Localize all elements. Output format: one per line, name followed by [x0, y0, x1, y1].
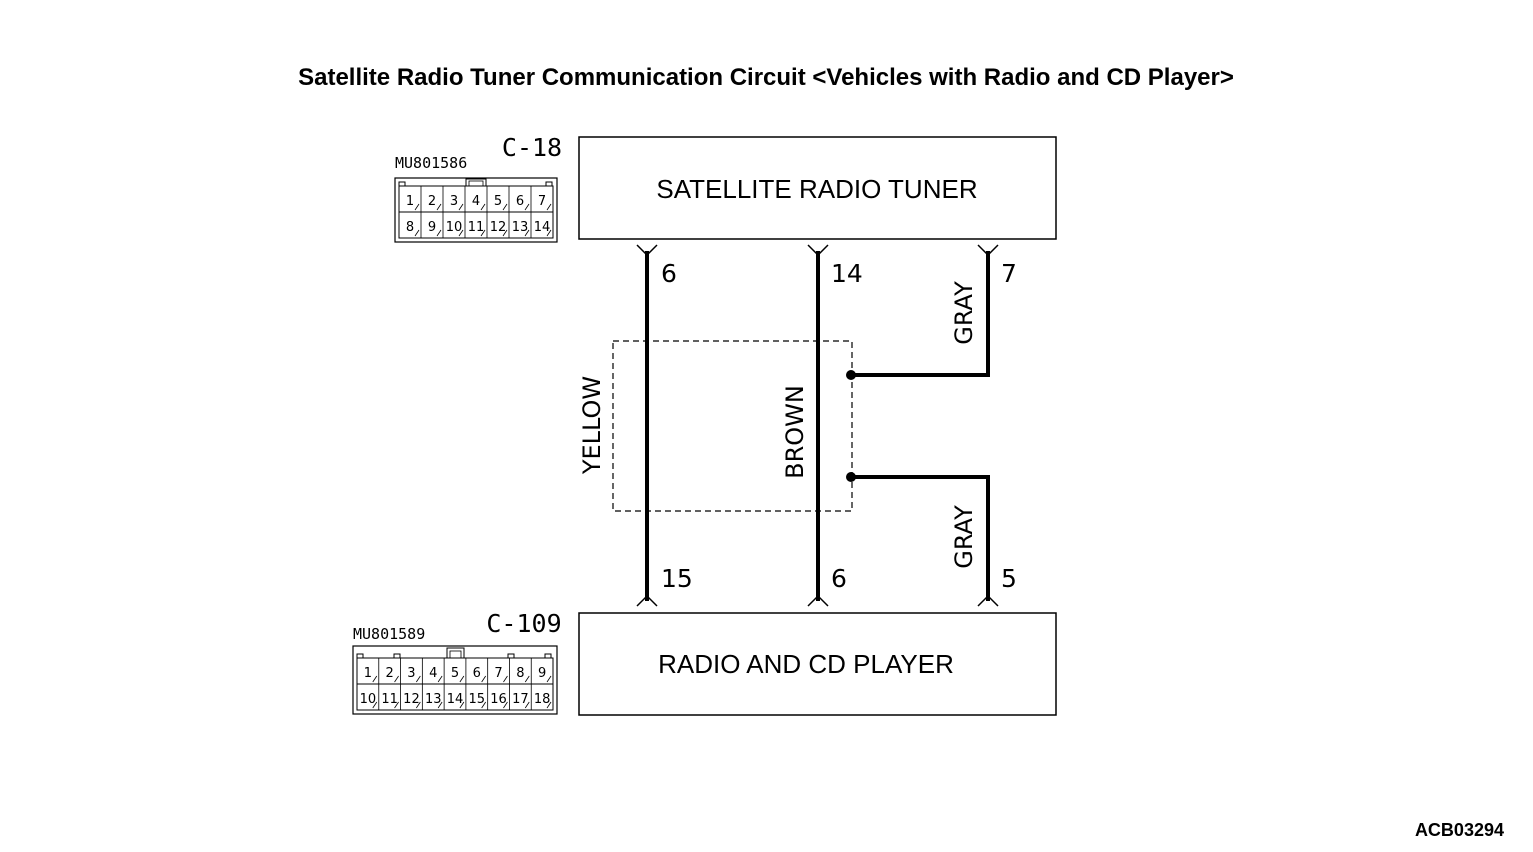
wire-color-brown: BROWN: [781, 385, 809, 479]
satellite-radio-tuner-label: SATELLITE RADIO TUNER: [656, 174, 977, 204]
radio-cd-player-label: RADIO AND CD PLAYER: [658, 649, 954, 679]
terminal-fork-icon: [977, 594, 999, 607]
cavity-number: 8: [516, 666, 524, 681]
cavity-number: 6: [516, 194, 524, 209]
connector-c109-part-number: MU801589: [353, 625, 425, 643]
cavity-number: 2: [386, 666, 394, 681]
cavity-number: 11: [381, 692, 398, 707]
cavity-number: 5: [494, 194, 502, 209]
splice-dot-icon: [846, 370, 856, 380]
cavity-number: 11: [468, 220, 485, 235]
cavity-number: 2: [428, 194, 436, 209]
reference-code: ACB03294: [1415, 820, 1504, 840]
diagram-title: Satellite Radio Tuner Communication Circ…: [298, 64, 1234, 91]
pin-label-c109-5: 5: [1001, 564, 1017, 593]
wire-color-gray-top: GRAY: [950, 281, 978, 345]
satellite-radio-tuner-box: [578, 136, 1057, 240]
cavity-number: 1: [406, 194, 414, 209]
twisted-pair-shield: [612, 340, 853, 512]
pin-label-c109-6: 6: [831, 564, 847, 593]
cavity-number: 7: [538, 194, 546, 209]
pin-label-c109-15: 15: [661, 564, 693, 593]
wire-color-gray-bottom: GRAY: [950, 505, 978, 569]
connector-c109-label: C-109: [486, 609, 561, 638]
cavity-number: 10: [360, 692, 377, 707]
pin-label-c18-6: 6: [661, 259, 677, 288]
cavity-number: 14: [534, 220, 551, 235]
terminal-fork-icon: [807, 594, 829, 607]
wire-gray-top: [852, 251, 990, 377]
cavity-number: 15: [469, 692, 486, 707]
wire-gray-bottom: [852, 475, 990, 601]
cavity-number: 1: [364, 666, 372, 681]
cavity-number: 5: [451, 666, 459, 681]
cavity-number: 13: [425, 692, 442, 707]
cavity-number: 12: [403, 692, 420, 707]
cavity-number: 7: [494, 666, 502, 681]
terminal-fork-icon: [636, 244, 658, 257]
cavity-number: 13: [512, 220, 529, 235]
cavity-number: 17: [512, 692, 529, 707]
cavity-number: 18: [534, 692, 551, 707]
radio-cd-player-box: [578, 612, 1057, 716]
connector-c18-part-number: MU801586: [395, 154, 467, 172]
wire-color-yellow: YELLOW: [578, 376, 606, 475]
pin-label-c18-7: 7: [1001, 259, 1017, 288]
cavity-number: 14: [447, 692, 464, 707]
cavity-number: 3: [450, 194, 458, 209]
cavity-number: 10: [446, 220, 463, 235]
connector-c18-label: C-18: [502, 133, 562, 162]
cavity-number: 9: [538, 666, 546, 681]
splice-dot-icon: [846, 472, 856, 482]
cavity-number: 4: [429, 666, 437, 681]
cavity-number: 9: [428, 220, 436, 235]
terminal-fork-icon: [977, 244, 999, 257]
cavity-number: 12: [490, 220, 507, 235]
pin-label-c18-14: 14: [831, 259, 863, 288]
cavity-number: 4: [472, 194, 480, 209]
terminal-fork-icon: [636, 594, 658, 607]
terminal-fork-icon: [807, 244, 829, 257]
cavity-number: 6: [473, 666, 481, 681]
cavity-number: 3: [407, 666, 415, 681]
cavity-number: 16: [490, 692, 507, 707]
cavity-number: 8: [406, 220, 414, 235]
